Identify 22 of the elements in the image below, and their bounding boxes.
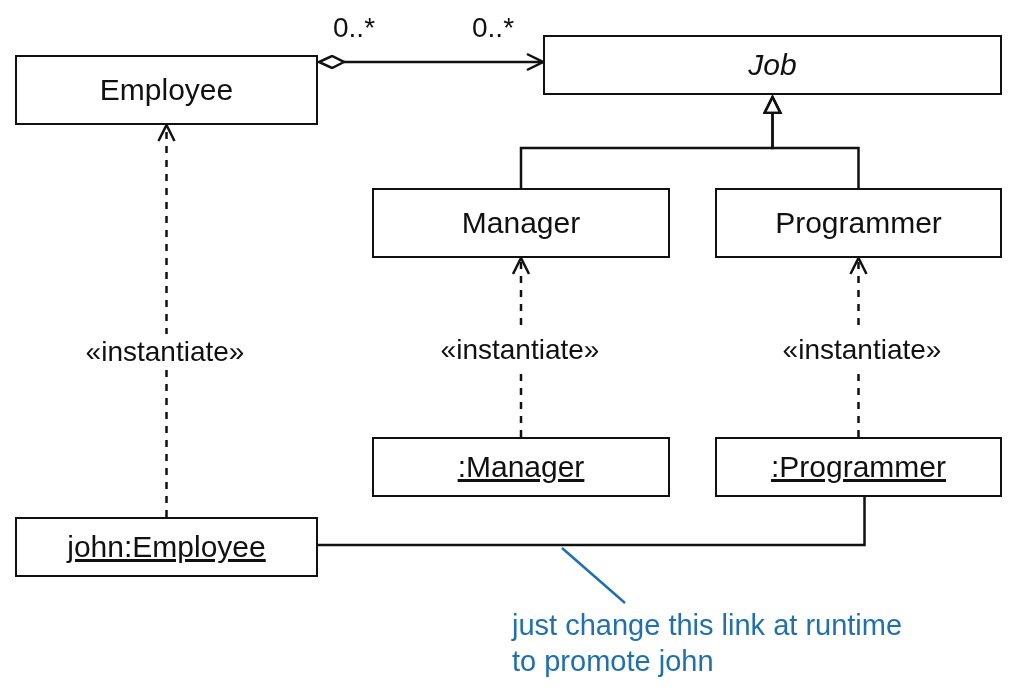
class-box <box>715 188 1002 258</box>
multiplicity-label: 0..* <box>333 12 376 44</box>
class-box <box>372 188 670 258</box>
leader-line <box>561 547 626 604</box>
class-name: Manager <box>461 205 581 242</box>
object-name: :Manager <box>457 449 585 486</box>
aggregation-arrow <box>317 52 545 72</box>
dependency-arrow <box>157 123 176 517</box>
object-name: john:Employee <box>67 529 266 566</box>
note-text: just change this link at runtime to promote john <box>512 607 904 679</box>
class-name: Programmer <box>775 205 942 242</box>
generalization-arrow <box>763 95 860 188</box>
object-name: :Programmer <box>770 449 946 486</box>
object-box <box>15 517 318 577</box>
class-box <box>543 35 1002 95</box>
object-box <box>715 437 1002 497</box>
class-box <box>15 55 318 125</box>
multiplicity-label: 0..* <box>472 12 515 44</box>
class-name: Employee <box>99 72 234 109</box>
class-name: Job <box>748 47 797 84</box>
object-box <box>372 437 670 497</box>
link-line <box>318 497 866 547</box>
